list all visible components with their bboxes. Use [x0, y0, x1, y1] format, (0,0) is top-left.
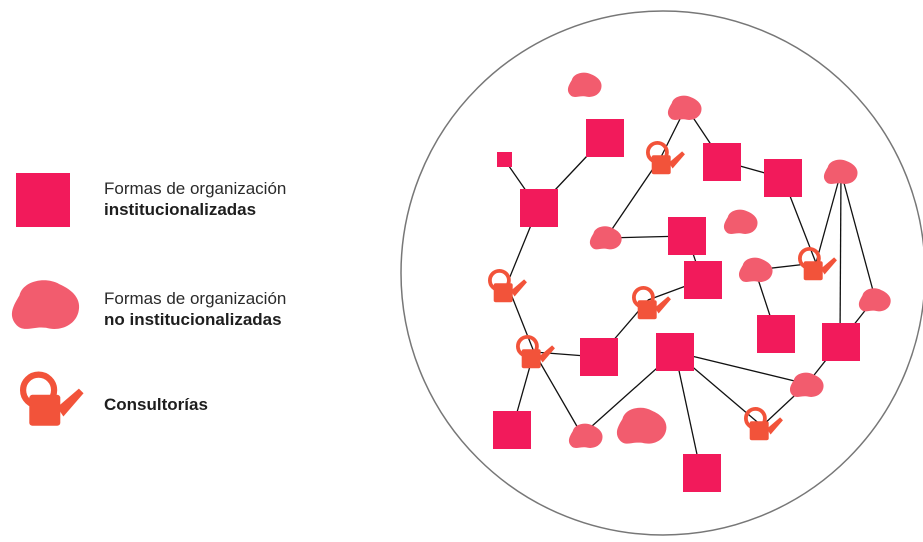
- square-icon: [16, 173, 70, 227]
- watering-can-node: [743, 406, 784, 443]
- square-node: [520, 189, 558, 227]
- community-circle: [400, 10, 923, 536]
- blob-node: [568, 423, 603, 448]
- square-node: [668, 217, 706, 255]
- watering-can-node: [515, 334, 556, 371]
- square-node: [703, 143, 741, 181]
- blob-node: [616, 407, 667, 444]
- square-node: [586, 119, 624, 157]
- square-node: [497, 152, 512, 167]
- square-node: [684, 261, 722, 299]
- square-node: [580, 338, 618, 376]
- institutional-squares: [493, 119, 860, 492]
- watering-can-node: [631, 285, 672, 322]
- legend-label-consultorias: Consultorías: [104, 395, 208, 414]
- blob-node: [589, 226, 622, 250]
- square-node: [656, 333, 694, 371]
- blob-node: [858, 288, 891, 312]
- blob-node: [723, 209, 758, 234]
- blob-node: [567, 72, 602, 97]
- blob-node: [789, 372, 824, 397]
- legend-label-line2: no institucionalizadas: [104, 310, 282, 329]
- square-node: [764, 159, 802, 197]
- square-node: [683, 454, 721, 492]
- watering-can-node: [645, 140, 686, 177]
- blob-node: [823, 159, 858, 184]
- legend-label-line1: Formas de organización: [104, 289, 287, 308]
- watering-can-icon: [19, 371, 84, 426]
- square-node: [493, 411, 531, 449]
- watering-can-node: [797, 246, 838, 283]
- legend-label-line1: Formas de organización: [104, 179, 287, 198]
- blob-node: [738, 257, 773, 282]
- square-node: [822, 323, 860, 361]
- blob-icon: [11, 280, 80, 329]
- blob-node: [667, 95, 702, 120]
- square-node: [757, 315, 795, 353]
- legend-label-line2: institucionalizadas: [104, 200, 257, 219]
- watering-can-node: [487, 268, 528, 305]
